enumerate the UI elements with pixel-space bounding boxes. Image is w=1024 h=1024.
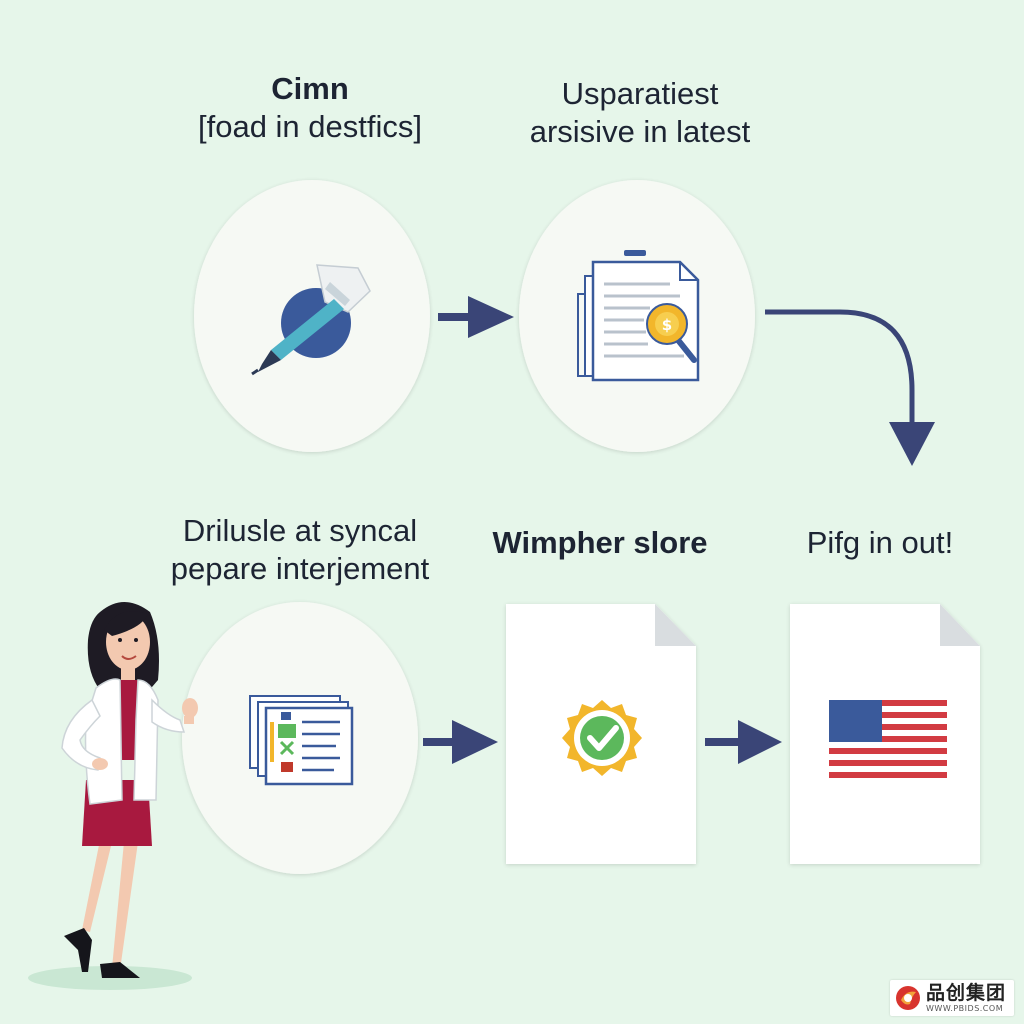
arrow-4-to-5	[705, 720, 782, 764]
step-5-label: Pifg in out!	[760, 524, 1000, 562]
document-search-icon: $	[577, 250, 700, 382]
step-5-label-line-1: Pifg in out!	[806, 525, 954, 560]
presenter-figure	[28, 602, 198, 990]
arrow-2-to-3	[765, 309, 935, 466]
step-2-label-line-2: arsisive in latest	[529, 114, 751, 149]
step-1-label: Cimn [foad in destfics]	[140, 70, 480, 146]
brand-watermark-url: WWW.PBIDS.COM	[926, 1004, 1004, 1013]
step-1-label-line-1: Cimn	[271, 71, 349, 106]
arrow-3-to-4	[423, 720, 498, 764]
form-documents-icon	[249, 695, 354, 786]
us-flag-icon	[829, 700, 947, 778]
arrow-1-to-2	[438, 296, 514, 338]
step-1-label-line-2: [foad in destfics]	[197, 109, 422, 144]
step-2-label-line-1: Usparatiest	[561, 76, 719, 111]
step-4-label: Wimpher slore	[450, 524, 750, 562]
pen-icon	[251, 264, 371, 376]
step-4-label-line-1: Wimpher slore	[492, 525, 708, 560]
brand-watermark: 品创集团 WWW.PBIDS.COM	[890, 980, 1014, 1016]
step-3-label: Drilusle at syncal pepare interjement	[130, 512, 470, 588]
brand-logo-icon	[896, 986, 920, 1010]
step-3-label-line-2: pepare interjement	[170, 551, 430, 586]
step-3-label-line-1: Drilusle at syncal	[182, 513, 418, 548]
step-2-label: Usparatiest arsisive in latest	[470, 75, 810, 151]
svg-text:$: $	[662, 316, 672, 334]
check-badge-icon	[562, 700, 642, 776]
brand-watermark-text: 品创集团	[926, 982, 1007, 1004]
